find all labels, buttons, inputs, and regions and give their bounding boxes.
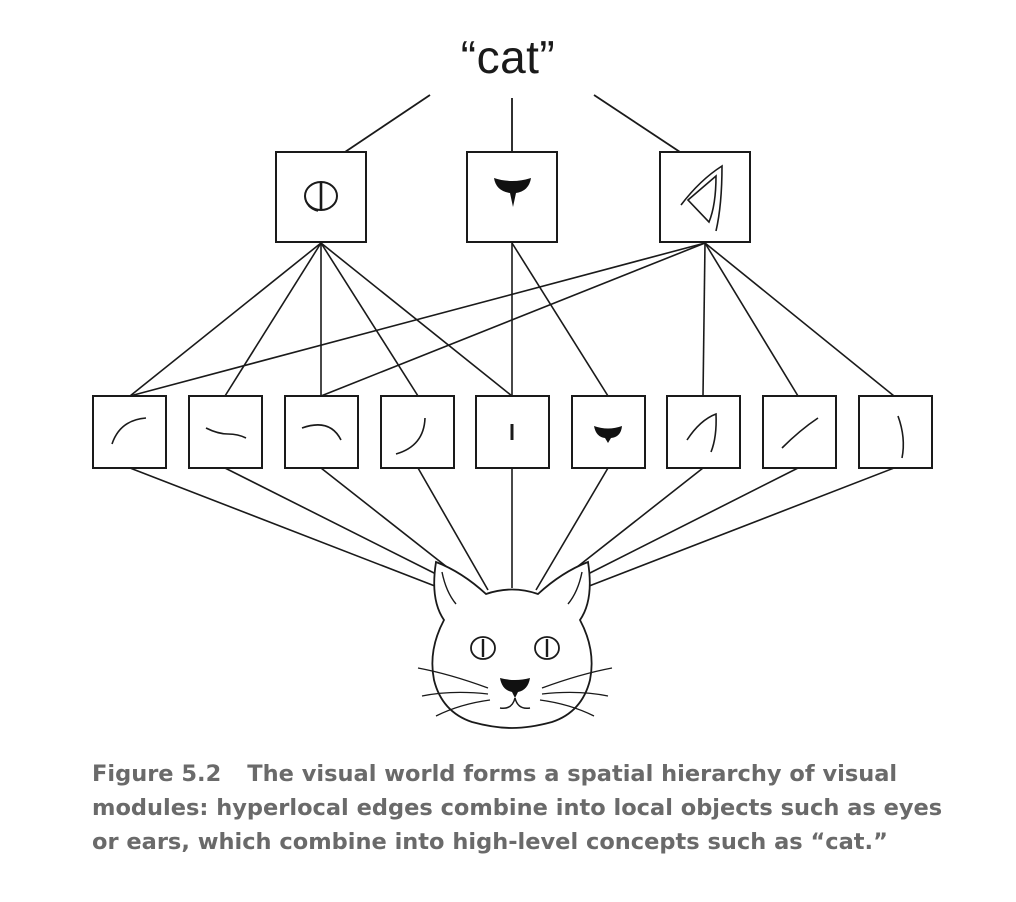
diagonal-line-icon (781, 417, 819, 449)
top-connections (344, 94, 681, 153)
wave-icon (205, 427, 247, 439)
edge-curve-bottom-left (380, 395, 455, 469)
caption-text: The visual world forms a spatial hierarc… (92, 761, 943, 855)
arc-icon (301, 424, 342, 441)
edge-nose (571, 395, 646, 469)
cat-face-illustration (417, 560, 613, 729)
edge-diagonal (762, 395, 837, 469)
bottom-connections (129, 467, 895, 591)
nose-icon (594, 426, 622, 443)
mid-connections (129, 242, 895, 397)
cat-nose (500, 678, 530, 698)
top-concept-label: “cat” (460, 31, 556, 83)
edge-wave (188, 395, 263, 469)
cat-nose-icon (494, 178, 531, 207)
cat-ear-icon (680, 164, 723, 232)
curve-icon (111, 417, 147, 445)
figure-number: Figure 5.2 (92, 761, 222, 787)
edge-ear-outline (666, 395, 741, 469)
nose-module (466, 151, 558, 243)
mid-modules (275, 151, 751, 243)
edge-modules (92, 395, 933, 469)
cat-eye-right (534, 636, 560, 660)
eye-module (275, 151, 367, 243)
edge-pupil (475, 395, 550, 469)
curve-icon (395, 417, 426, 455)
cat-eye-left (470, 636, 496, 660)
ear-outline-icon (686, 412, 717, 453)
vertical-curve-icon (897, 415, 905, 459)
cat-eye-icon (304, 181, 338, 212)
edge-curve-up-left (92, 395, 167, 469)
edge-arc-top (284, 395, 359, 469)
edge-vertical-curve (858, 395, 933, 469)
ear-module (659, 151, 751, 243)
